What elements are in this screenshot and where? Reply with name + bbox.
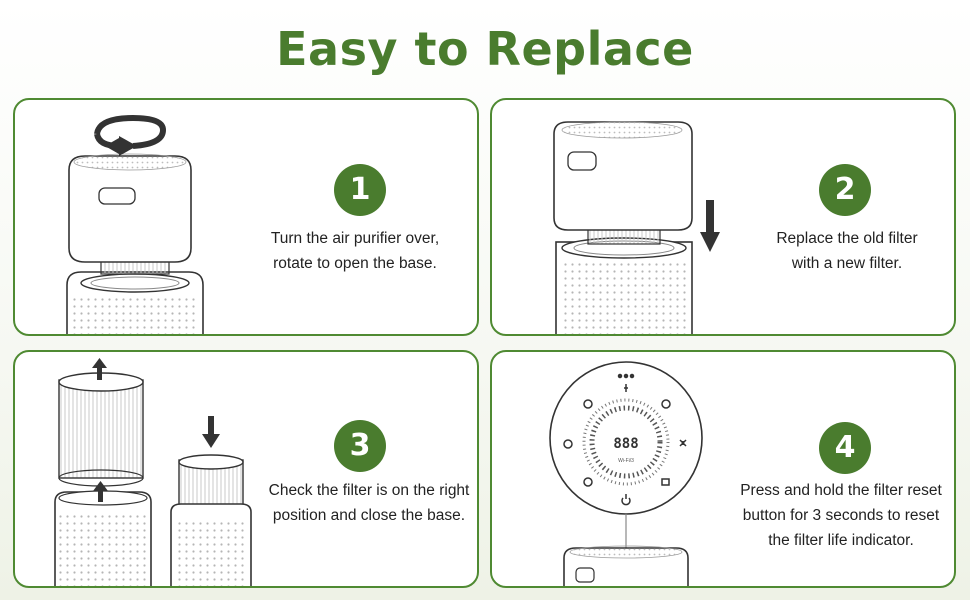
step-3-text: Check the filter is on the right positio… bbox=[257, 478, 477, 528]
brightness-icon[interactable] bbox=[679, 439, 687, 447]
step-2-illustration bbox=[553, 121, 720, 334]
step-4-line-2: button for 3 seconds to reset bbox=[742, 507, 940, 524]
step-2-line-2: with a new filter. bbox=[791, 255, 903, 272]
step-3-badge: 3 bbox=[334, 420, 386, 472]
step-4-badge: 4 bbox=[819, 422, 871, 474]
step-1-illustration bbox=[66, 114, 204, 334]
page-title: Easy to Replace bbox=[276, 22, 694, 76]
step-4-line-1: Press and hold the filter reset bbox=[740, 482, 942, 499]
filter-reset-icon[interactable] bbox=[583, 477, 593, 487]
step-2-badge: 2 bbox=[819, 164, 871, 216]
step-1-line-2: rotate to open the base. bbox=[273, 255, 437, 272]
sleep-icon[interactable] bbox=[583, 399, 593, 409]
step-2-line-1: Replace the old filter bbox=[776, 230, 918, 247]
step-1-badge: 1 bbox=[334, 164, 386, 216]
step-1-line-1: Turn the air purifier over, bbox=[270, 230, 440, 247]
step-1-text: Turn the air purifier over, rotate to op… bbox=[255, 226, 455, 276]
display-readout: 888 bbox=[613, 436, 638, 452]
step-4-line-3: the filter life indicator. bbox=[768, 532, 914, 549]
step-3-panel: 3 Check the filter is on the right posit… bbox=[13, 350, 479, 588]
auto-icon[interactable] bbox=[563, 439, 573, 449]
power-icon[interactable] bbox=[621, 494, 631, 506]
step-4-text: Press and hold the filter reset button f… bbox=[726, 478, 954, 553]
lock-icon[interactable] bbox=[661, 478, 670, 486]
step-4-panel: 888 Wi-Fi/3 4 Press and hold the filter … bbox=[490, 350, 956, 588]
step-4-illustration: 888 Wi-Fi/3 bbox=[549, 361, 703, 586]
display-label: Wi-Fi/3 bbox=[618, 458, 634, 464]
step-3-line-2: position and close the base. bbox=[272, 507, 466, 524]
timer-icon[interactable] bbox=[661, 399, 671, 409]
step-1-panel: 1 Turn the air purifier over, rotate to … bbox=[13, 98, 479, 336]
step-2-panel: 2 Replace the old filter with a new filt… bbox=[490, 98, 956, 336]
step-2-text: Replace the old filter with a new filter… bbox=[747, 226, 947, 276]
step-3-line-1: Check the filter is on the right bbox=[268, 482, 470, 499]
fan-icon[interactable] bbox=[624, 384, 628, 392]
step-3-illustration bbox=[54, 358, 252, 586]
